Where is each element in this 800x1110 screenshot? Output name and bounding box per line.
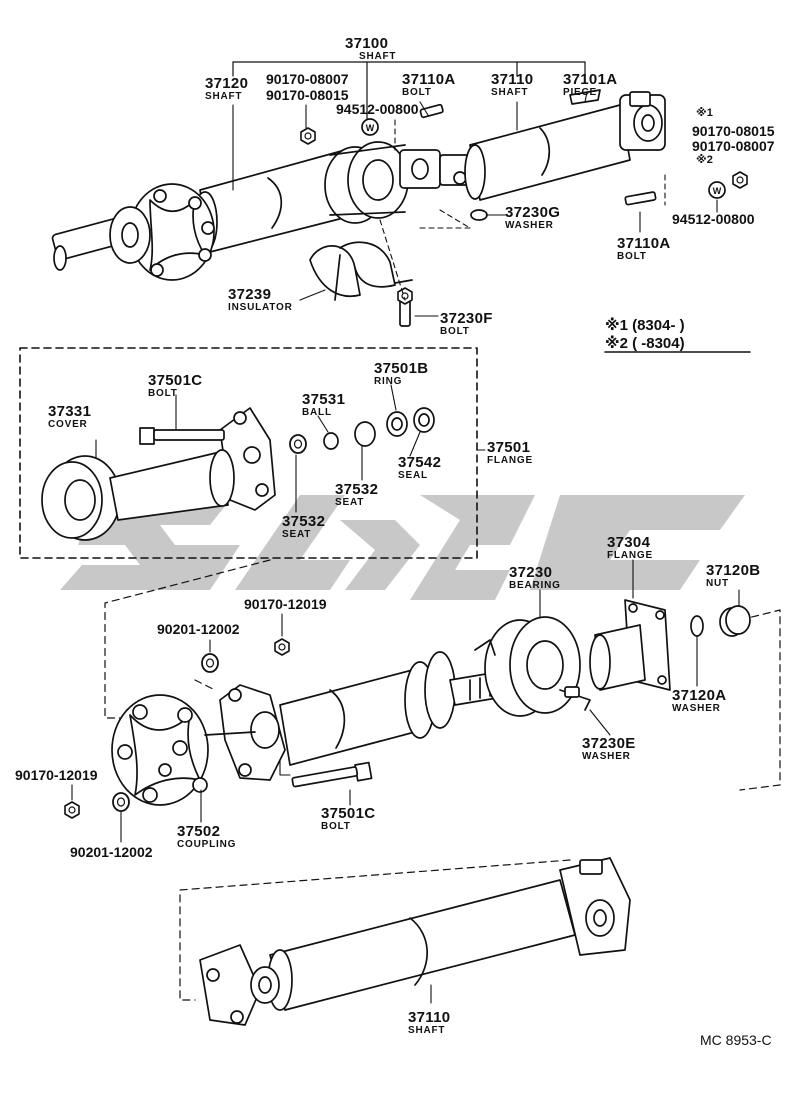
top-leaders — [232, 91, 718, 317]
label-note1-90170-08015: 90170-08015 — [692, 123, 775, 139]
front-coupling — [109, 183, 215, 281]
middle-dashed-frame — [104, 559, 781, 791]
rear-shaft-top — [464, 91, 666, 201]
shaft-assembly-bracket — [232, 61, 586, 121]
flange-bolt — [139, 427, 225, 445]
rear-shaft-bottom — [199, 857, 631, 1026]
watermark-logo — [60, 495, 745, 600]
flange-cover — [41, 455, 121, 541]
rear-flange-yoke — [204, 684, 286, 781]
diagram-code: MC 8953-C — [700, 1032, 772, 1048]
legend-row-2: ※2 ( -8304) — [605, 335, 685, 352]
flange-yoke — [109, 407, 276, 521]
top-dashed-leaders — [379, 119, 666, 301]
label-90170-12019-left: 90170-12019 — [15, 767, 98, 783]
label-note1-90170-08007: 90170-08007 — [692, 138, 775, 154]
rear-coupling — [111, 694, 209, 806]
center-bearing-middle — [474, 616, 591, 717]
label-90201-12002-top: 90201-12002 — [157, 621, 240, 637]
note-mark-2: ※2 — [696, 154, 713, 166]
flange-subassembly-box — [19, 347, 478, 559]
label-90170-08015: 90170-08015 — [266, 87, 349, 103]
label-90170-12019-top: 90170-12019 — [244, 596, 327, 612]
note-mark-1: ※1 — [696, 107, 713, 119]
label-90201-12002-bottom: 90201-12002 — [70, 844, 153, 860]
middle-bolt — [291, 761, 373, 788]
middle-leaders — [71, 559, 740, 843]
universal-joint-top — [399, 149, 471, 189]
label-94512-00800-right: 94512-00800 — [672, 211, 755, 227]
bottom-dashed-frame — [179, 859, 571, 1001]
center-bearing-top — [324, 141, 409, 224]
label-94512-00800-top: 94512-00800 — [336, 101, 419, 117]
companion-flange — [589, 599, 671, 691]
washer-symbol-top: W — [366, 123, 375, 133]
washer-symbol-right: W — [713, 186, 722, 196]
legend-row-1: ※1 (8304- ) — [605, 317, 685, 334]
insulator — [309, 241, 413, 301]
label-90170-08007: 90170-08007 — [266, 71, 349, 87]
